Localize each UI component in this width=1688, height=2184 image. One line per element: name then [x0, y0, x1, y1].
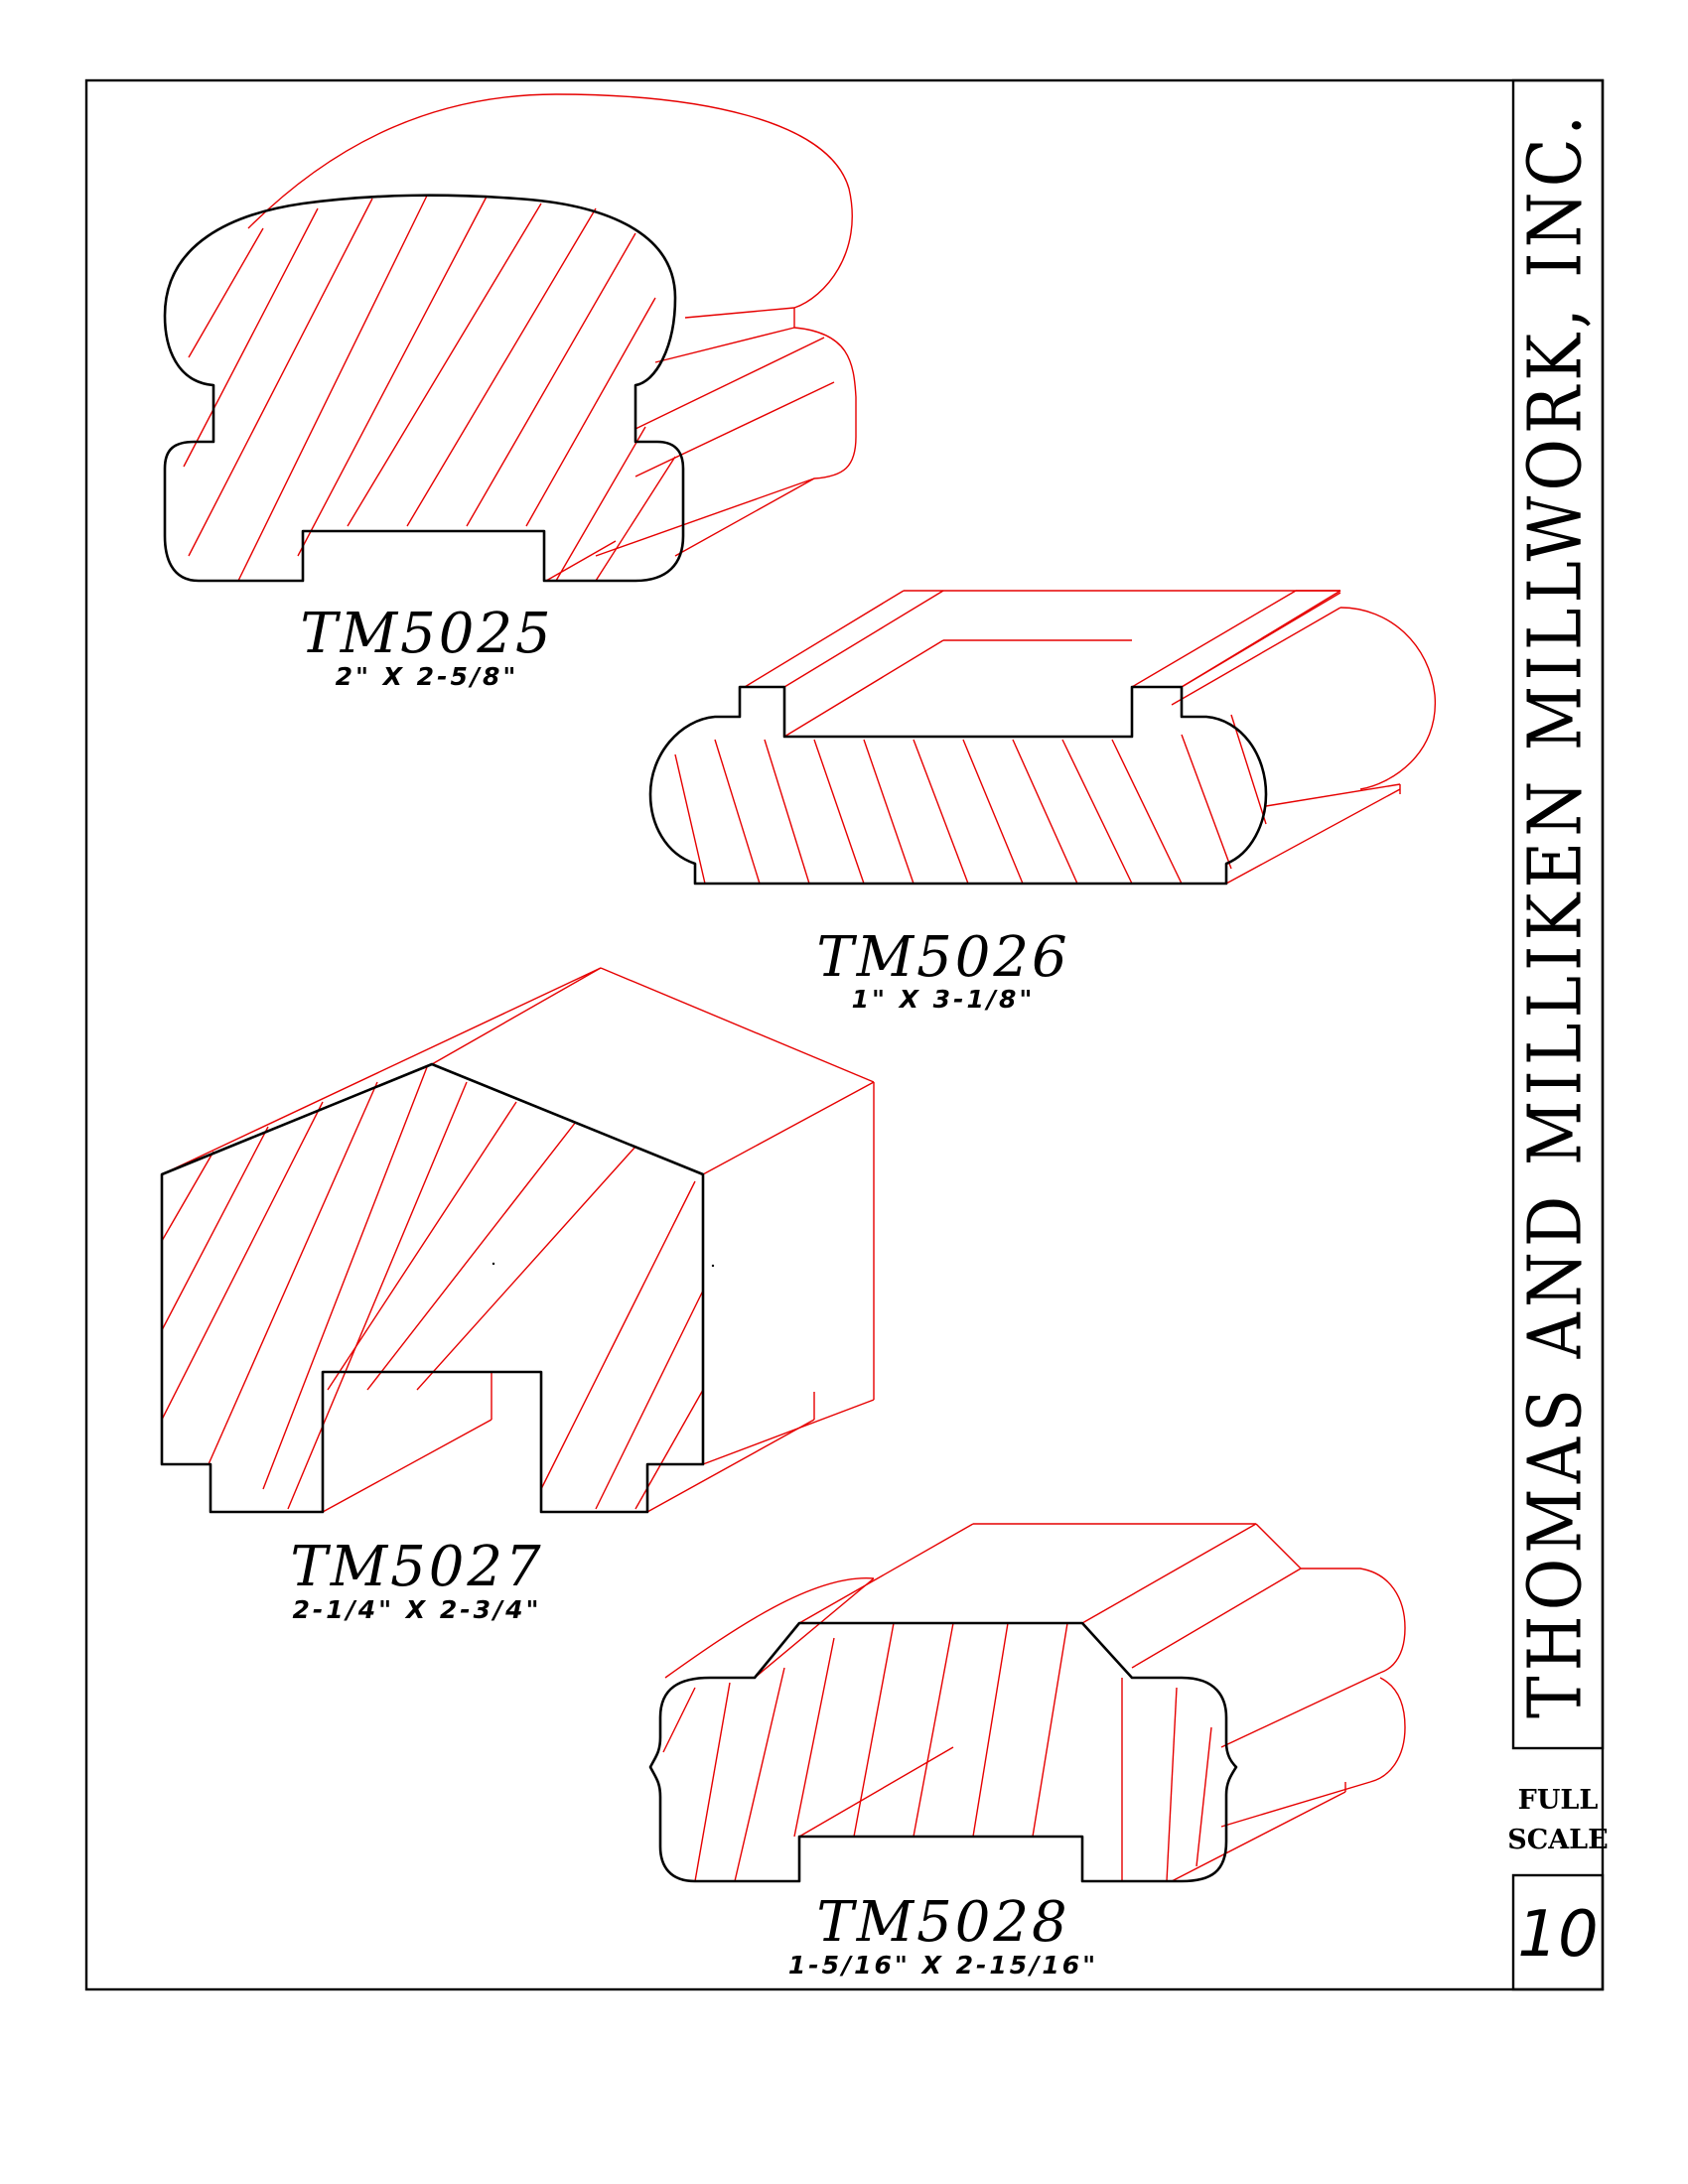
profile-tm5028-outline — [648, 1621, 1238, 1883]
profile-tm5027-grain — [161, 1066, 704, 1510]
profile-tm5025-part-number: TM5025 — [300, 602, 553, 666]
sheet-frame — [84, 78, 1605, 1991]
profile-tm5027-outline — [160, 1062, 705, 1514]
profile-tm5027-depth-lines — [161, 967, 875, 1513]
profile-tm5027: TM5027 2-1/4" X 2-3/4" — [160, 967, 875, 1624]
profile-tm5028: TM5028 1-5/16" X 2-15/16" — [648, 1523, 1406, 1979]
profile-tm5028-depth-lines — [664, 1523, 1406, 1882]
profile-tm5026-dimensions: 1" X 3-1/8" — [852, 985, 1036, 1014]
construction-point — [711, 1264, 715, 1268]
profile-tm5025-dimensions: 2" X 2-5/8" — [336, 662, 519, 691]
profile-tm5026: TM5026 1" X 3-1/8" — [648, 590, 1436, 1014]
scale-label-line1: FULL — [1518, 1785, 1599, 1816]
profile-tm5026-outline — [648, 685, 1268, 886]
profile-tm5025-grain — [183, 195, 676, 582]
company-name: THOMAS AND MILLIKEN MILLWORK, INC. — [1512, 110, 1598, 1718]
profile-tm5025: TM5025 2" X 2-5/8" — [163, 93, 857, 691]
profile-tm5028-dimensions: 1-5/16" X 2-15/16" — [788, 1951, 1098, 1979]
profile-tm5026-grain — [674, 714, 1267, 885]
profile-tm5025-outline — [163, 194, 685, 583]
construction-point — [492, 1262, 495, 1266]
profile-tm5027-dimensions: 2-1/4" X 2-3/4" — [292, 1595, 541, 1624]
page-number: 10 — [1517, 1898, 1598, 1972]
profile-tm5028-part-number: TM5028 — [816, 1890, 1069, 1955]
profile-tm5028-grain — [662, 1622, 1212, 1882]
scale-label-line2: SCALE — [1507, 1825, 1609, 1855]
profile-tm5026-part-number: TM5026 — [816, 925, 1069, 990]
profile-tm5025-depth-lines — [247, 93, 857, 582]
profile-tm5027-part-number: TM5027 — [290, 1535, 543, 1599]
